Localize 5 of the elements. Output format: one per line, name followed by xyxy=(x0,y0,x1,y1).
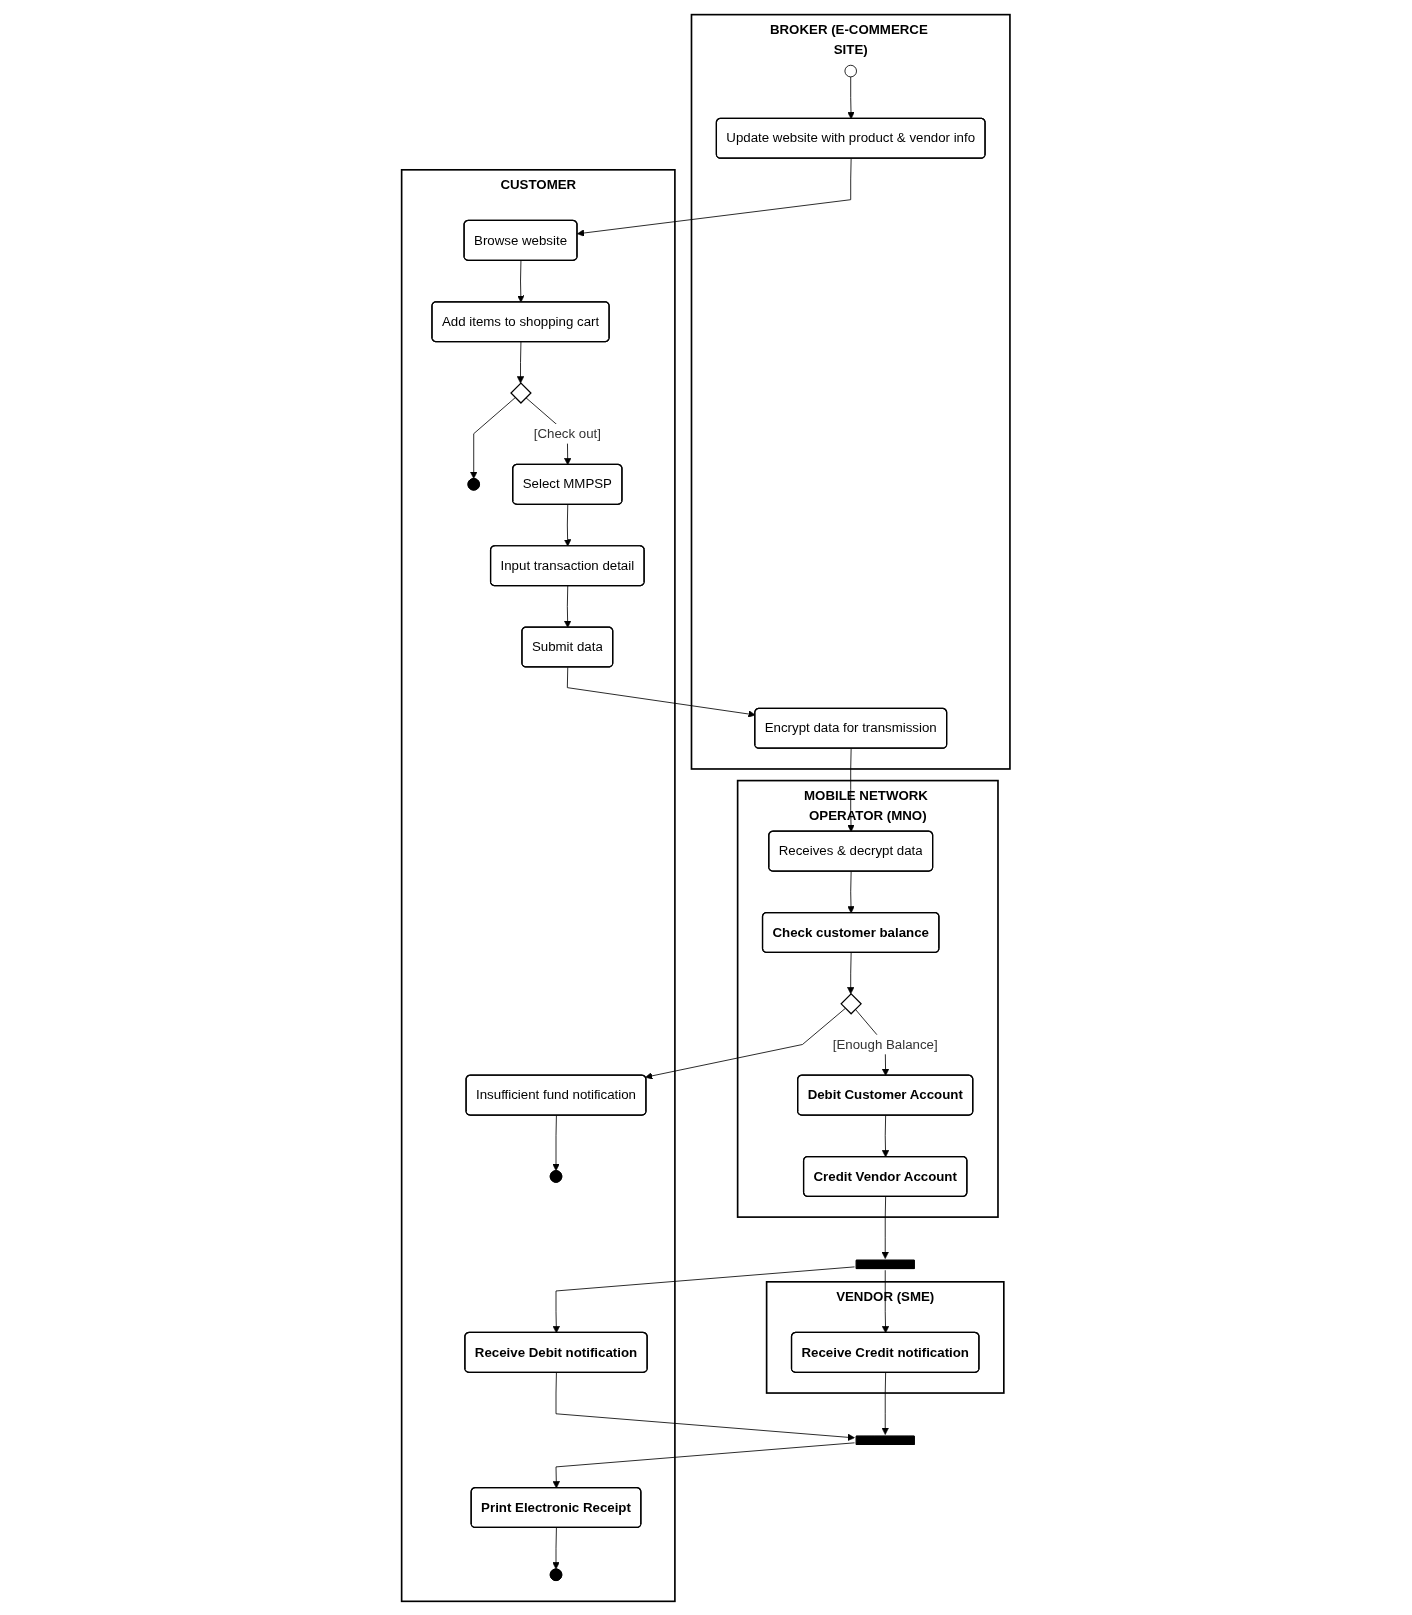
node-diamond xyxy=(510,381,532,404)
edge-label: [Check out] xyxy=(533,425,602,440)
edge-label: [Enough Balance] xyxy=(833,1036,938,1051)
node-circle xyxy=(844,64,858,77)
node-diamond xyxy=(840,992,863,1015)
